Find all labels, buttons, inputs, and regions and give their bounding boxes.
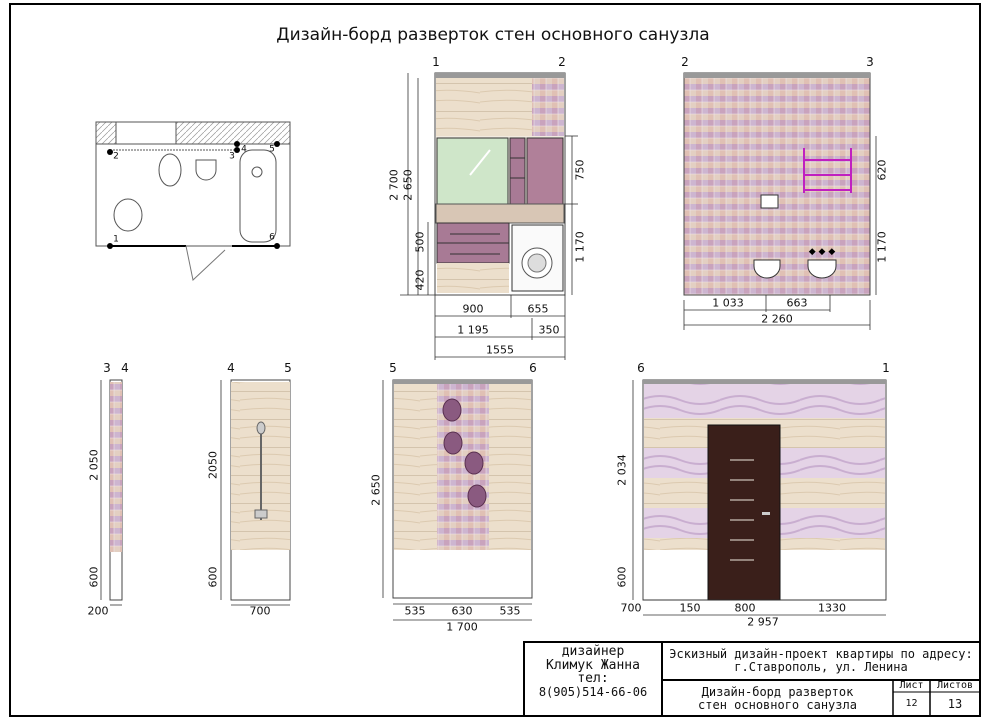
dimension-label: 2 260 — [761, 312, 793, 326]
phone-number: 8(905)514-66-06 — [538, 684, 648, 699]
dimension-label: 420 — [413, 269, 427, 291]
tulip-decor — [442, 398, 487, 508]
countertop — [435, 203, 565, 224]
open-shelves — [509, 137, 526, 205]
dims-1-2 — [400, 73, 578, 360]
sheet-number: 12 — [905, 698, 918, 709]
dimension-label: 535 — [499, 604, 521, 618]
dimension-label: 150 — [679, 601, 701, 615]
wall-hung-toilet — [753, 259, 781, 279]
elevation-3-4 — [100, 379, 123, 606]
dimension-label: 600 — [615, 566, 629, 588]
dimension-label: 2 034 — [615, 454, 629, 486]
dimension-label: 1 700 — [446, 620, 478, 634]
dimension-label: 1 195 — [457, 323, 489, 337]
corner-label: 2 — [558, 55, 566, 69]
elevation-2-3: ◆ ◆ ◆ — [683, 72, 871, 296]
dimension-label: 800 — [734, 601, 756, 615]
dimension-label: 750 — [573, 159, 587, 181]
elevation-1-2 — [434, 72, 566, 296]
corner-label: 4 — [227, 361, 235, 375]
svg-text:◆ ◆ ◆: ◆ ◆ ◆ — [809, 247, 836, 257]
dimension-label: 1555 — [486, 343, 514, 357]
sheet-title-cell: Дизайн-борд разверток стен основного сан… — [662, 686, 893, 711]
corner-label: 6 — [637, 361, 645, 375]
plan-marker: 2 — [113, 151, 119, 162]
dimension-label: 2 050 — [87, 449, 101, 481]
dimension-label: 350 — [538, 323, 560, 337]
shower-set — [254, 421, 268, 520]
sheet-title-line-2: стен основного санузла — [698, 697, 857, 712]
wall-cabinet — [526, 137, 564, 205]
dimension-label: 630 — [451, 604, 473, 618]
corner-label: 5 — [389, 361, 397, 375]
sheet-label: Лист — [899, 680, 924, 691]
towel-rail — [803, 148, 852, 193]
plan-marker: 3 — [229, 151, 235, 162]
dimension-label: 700 — [249, 604, 271, 618]
flush-button — [760, 194, 779, 209]
plan-marker: 1 — [113, 234, 119, 245]
dimension-label: 200 — [87, 604, 109, 618]
corner-label: 2 — [681, 55, 689, 69]
dimension-label: 620 — [875, 159, 889, 181]
designer-name: Климук Жанна — [546, 657, 640, 673]
sheets-total: 13 — [947, 697, 963, 711]
dimension-label: 2 650 — [401, 169, 415, 201]
dimension-label: 1330 — [818, 601, 846, 615]
dimension-label: 2 650 — [369, 474, 383, 506]
dimension-label: 535 — [404, 604, 426, 618]
plan-marker: 5 — [269, 144, 275, 155]
elevation-5-6 — [382, 379, 533, 621]
dimension-label: 700 — [620, 601, 642, 615]
designer-cell: дизайнер Климук Жанна тел: 8(905)514-66-… — [524, 645, 662, 699]
corner-label: 1 — [432, 55, 440, 69]
corner-label: 3 — [103, 361, 111, 375]
corner-label: 3 — [866, 55, 874, 69]
dims-2-3 — [683, 136, 877, 330]
title-block-frame — [523, 641, 981, 717]
project-line-2: г.Ставрополь, ул. Ленина — [734, 659, 908, 674]
project-line-1: Эскизный дизайн-проект квартиры по адрес… — [669, 647, 973, 661]
bidet — [807, 259, 837, 279]
floor-plan — [95, 121, 291, 281]
page-title: Дизайн-борд разверток стен основного сан… — [276, 25, 710, 45]
corner-label: 6 — [529, 361, 537, 375]
phone-label: тел: — [577, 671, 609, 687]
dimension-label: 500 — [413, 231, 427, 253]
elevation-4-5 — [220, 379, 291, 606]
project-cell: Эскизный дизайн-проект квартиры по адрес… — [662, 648, 980, 673]
elevation-6-1 — [632, 379, 887, 616]
dimension-label: 2 957 — [747, 615, 779, 629]
dimension-label: 1 170 — [573, 231, 587, 263]
sheets-label: Листов — [936, 680, 974, 691]
dimension-label: 1 170 — [875, 231, 889, 263]
dimension-label: 2 700 — [387, 169, 401, 201]
plan-marker: 6 — [269, 232, 275, 243]
corner-label: 4 — [121, 361, 129, 375]
corner-label: 5 — [284, 361, 292, 375]
dimension-label: 663 — [786, 296, 808, 310]
plan-marker: 4 — [241, 144, 247, 155]
sheet-title-line-1: Дизайн-борд разверток — [701, 685, 854, 699]
dimension-label: 600 — [87, 566, 101, 588]
dimension-label: 900 — [462, 302, 484, 316]
corner-label: 1 — [882, 361, 890, 375]
dimension-label: 600 — [206, 566, 220, 588]
sheet-frame — [9, 3, 981, 717]
dimension-label: 655 — [527, 302, 549, 316]
designer-label: дизайнер — [561, 644, 625, 659]
dimension-label: 1 033 — [712, 296, 744, 310]
dimension-label: 2050 — [206, 451, 220, 479]
